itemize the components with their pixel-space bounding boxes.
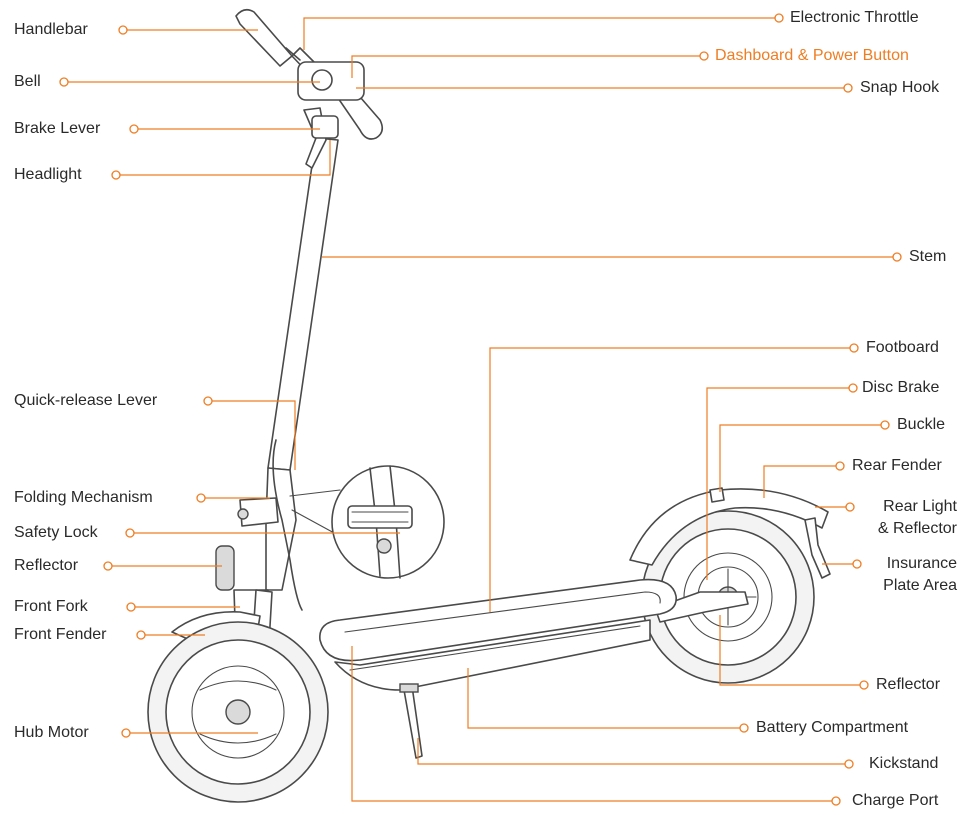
label-dashboard-power-button: Dashboard & Power Button: [715, 47, 909, 64]
label-rear-light-1: Rear Light: [883, 498, 957, 515]
label-snap-hook: Snap Hook: [860, 79, 940, 96]
label-electronic-throttle: Electronic Throttle: [790, 9, 919, 26]
label-rear-light-2: & Reflector: [877, 520, 957, 537]
label-footboard: Footboard: [866, 339, 939, 356]
deck: [319, 578, 677, 691]
label-disc-brake: Disc Brake: [862, 379, 940, 396]
label-reflector-front: Reflector: [14, 557, 79, 574]
label-headlight: Headlight: [14, 166, 82, 183]
label-charge-port: Charge Port: [852, 792, 939, 809]
label-rear-fender: Rear Fender: [852, 457, 942, 474]
folding-detail-inset: [289, 465, 445, 579]
label-buckle: Buckle: [897, 416, 946, 433]
stem-tube: [237, 137, 339, 611]
label-bell: Bell: [14, 73, 41, 90]
label-quick-release-lever: Quick-release Lever: [14, 392, 158, 409]
label-battery-compartment: Battery Compartment: [756, 719, 909, 736]
label-front-fork: Front Fork: [14, 598, 88, 615]
rear-fender-shape: [629, 488, 829, 566]
label-front-fender: Front Fender: [14, 626, 107, 643]
label-hub-motor: Hub Motor: [14, 724, 89, 741]
label-stem: Stem: [909, 248, 947, 265]
front-wheel: [147, 621, 329, 803]
kickstand-shape: [403, 685, 423, 759]
label-insurance-2: Plate Area: [883, 577, 957, 594]
label-brake-lever: Brake Lever: [14, 120, 101, 137]
label-insurance-1: Insurance: [886, 555, 957, 572]
label-safety-lock: Safety Lock: [14, 524, 98, 541]
leader-lines: [59, 13, 902, 806]
label-kickstand: Kickstand: [869, 755, 939, 772]
label-reflector-rear: Reflector: [876, 676, 941, 693]
handlebar-assembly: [235, 8, 384, 169]
label-folding-mechanism: Folding Mechanism: [14, 489, 153, 506]
label-handlebar: Handlebar: [14, 21, 88, 38]
